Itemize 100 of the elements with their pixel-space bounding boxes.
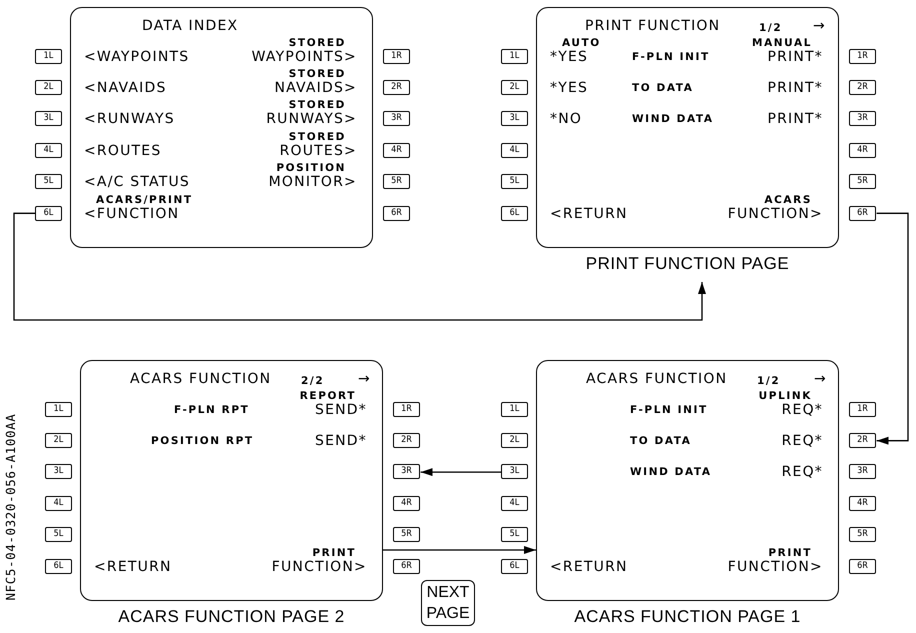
line-select-key: 2L xyxy=(35,80,62,95)
line-select-key: 5L xyxy=(501,527,528,542)
page-title: ACARS FUNCTION xyxy=(586,370,728,388)
line-select-key: 4L xyxy=(45,496,72,511)
line-select-key: 5L xyxy=(35,174,62,190)
menu-option: MONITOR> xyxy=(268,174,357,192)
field-label: REPORT xyxy=(300,390,356,402)
menu-option: WAYPOINTS> xyxy=(252,48,357,66)
line-select-key: 4R xyxy=(383,142,410,158)
menu-option: <NAVAIDS xyxy=(84,80,167,97)
line-select-key: 6L xyxy=(45,558,72,574)
page-title: DATA INDEX xyxy=(142,18,238,34)
line-select-key: 6R xyxy=(849,206,876,220)
line-select-key: 1R xyxy=(849,48,876,64)
arrow xyxy=(420,468,501,476)
menu-option: <RUNWAYS xyxy=(84,111,175,128)
line-select-key: 1R xyxy=(393,402,420,416)
menu-option: SEND* xyxy=(315,402,367,418)
field-label: AUTO xyxy=(562,36,601,50)
menu-option: REQ* xyxy=(782,464,823,482)
line-select-key: 4L xyxy=(501,142,528,158)
menu-option: ROUTES> xyxy=(280,142,357,160)
line-select-key: 4R xyxy=(393,496,420,511)
page-caption: ACARS FUNCTION PAGE 2 xyxy=(117,607,346,627)
line-select-key: 4L xyxy=(35,142,62,158)
field-label: POSITION xyxy=(276,162,346,176)
menu-option: *YES xyxy=(550,48,588,66)
line-select-key: 1L xyxy=(45,402,72,416)
line-select-key: 5L xyxy=(501,174,528,190)
line-select-key: 6L xyxy=(501,558,528,574)
menu-option: RUNWAYS> xyxy=(266,111,357,128)
line-select-key: 6R xyxy=(849,558,876,574)
menu-option: <A/C STATUS xyxy=(84,174,190,192)
menu-option: PRINT* xyxy=(767,111,823,128)
next-page-box: NEXT PAGE xyxy=(421,580,475,626)
menu-option: FUNCTION> xyxy=(728,558,823,576)
line-select-key: 3L xyxy=(45,464,72,480)
page-number: 2/2 xyxy=(301,374,324,388)
line-select-key: 2R xyxy=(383,80,410,95)
line-select-key: 2R xyxy=(849,432,876,448)
page-caption: PRINT FUNCTION PAGE xyxy=(584,254,790,274)
line-select-key: 3L xyxy=(35,111,62,126)
line-select-key: 1R xyxy=(383,48,410,64)
arrow xyxy=(13,212,706,321)
line-select-key: 4R xyxy=(849,496,876,511)
page-number: 1/2 xyxy=(759,22,782,34)
data-label: F-PLN INIT xyxy=(632,50,710,64)
line-select-key: 2L xyxy=(45,432,72,448)
line-select-key: 2L xyxy=(501,432,528,448)
menu-option: <RETURN xyxy=(550,206,628,222)
line-select-key: 3R xyxy=(849,111,876,126)
line-select-key: 3R xyxy=(849,464,876,480)
next-page-arrow: → xyxy=(814,370,827,388)
field-label: ACARS xyxy=(764,194,812,206)
field-label: MANUAL xyxy=(752,36,812,50)
field-label: STORED xyxy=(288,99,346,112)
menu-option: PRINT* xyxy=(767,48,823,66)
line-select-key: 3R xyxy=(393,464,420,480)
line-select-key: 2L xyxy=(501,80,528,95)
data-label: POSITION RPT xyxy=(151,434,254,448)
field-label: UPLINK xyxy=(758,390,812,402)
arrow xyxy=(876,212,909,445)
field-label: PRINT xyxy=(312,546,356,560)
data-label: F-PLN RPT xyxy=(174,404,250,416)
line-select-key: 1L xyxy=(35,48,62,64)
page-caption: ACARS FUNCTION PAGE 1 xyxy=(573,607,802,627)
menu-option: FUNCTION> xyxy=(272,558,367,576)
field-label: PRINT xyxy=(768,546,812,560)
field-label: STORED xyxy=(288,68,346,81)
menu-option: REQ* xyxy=(782,432,823,450)
menu-option: REQ* xyxy=(782,402,823,418)
figure-number: NFC5-04-0320-056-A100AA xyxy=(2,412,19,602)
line-select-key: 2R xyxy=(849,80,876,95)
line-select-key: 5L xyxy=(45,527,72,542)
line-select-key: 2R xyxy=(393,432,420,448)
menu-option: *NO xyxy=(550,111,582,128)
menu-option: PRINT* xyxy=(767,80,823,97)
field-label: STORED xyxy=(288,130,346,144)
line-select-key: 6R xyxy=(393,558,420,574)
line-select-key: 1L xyxy=(501,48,528,64)
menu-option: <WAYPOINTS xyxy=(84,48,190,66)
line-select-key: 5R xyxy=(383,174,410,190)
line-select-key: 1R xyxy=(849,402,876,416)
menu-option: SEND* xyxy=(315,432,367,450)
line-select-key: 4L xyxy=(501,496,528,511)
data-label: F-PLN INIT xyxy=(630,404,708,416)
menu-option: *YES xyxy=(550,80,588,97)
menu-option: <FUNCTION xyxy=(84,206,180,222)
data-label: WIND DATA xyxy=(630,466,712,480)
next-page-arrow: → xyxy=(358,370,371,388)
line-select-key: 3L xyxy=(501,464,528,480)
line-select-key: 4R xyxy=(849,142,876,158)
line-select-key: 1L xyxy=(501,402,528,416)
page-title: ACARS FUNCTION xyxy=(130,370,272,388)
line-select-key: 6L xyxy=(35,206,62,220)
data-label: TO DATA xyxy=(630,434,692,448)
line-select-key: 3L xyxy=(501,111,528,126)
data-label: TO DATA xyxy=(632,82,694,95)
field-label: STORED xyxy=(288,36,346,50)
menu-option: FUNCTION> xyxy=(728,206,823,222)
